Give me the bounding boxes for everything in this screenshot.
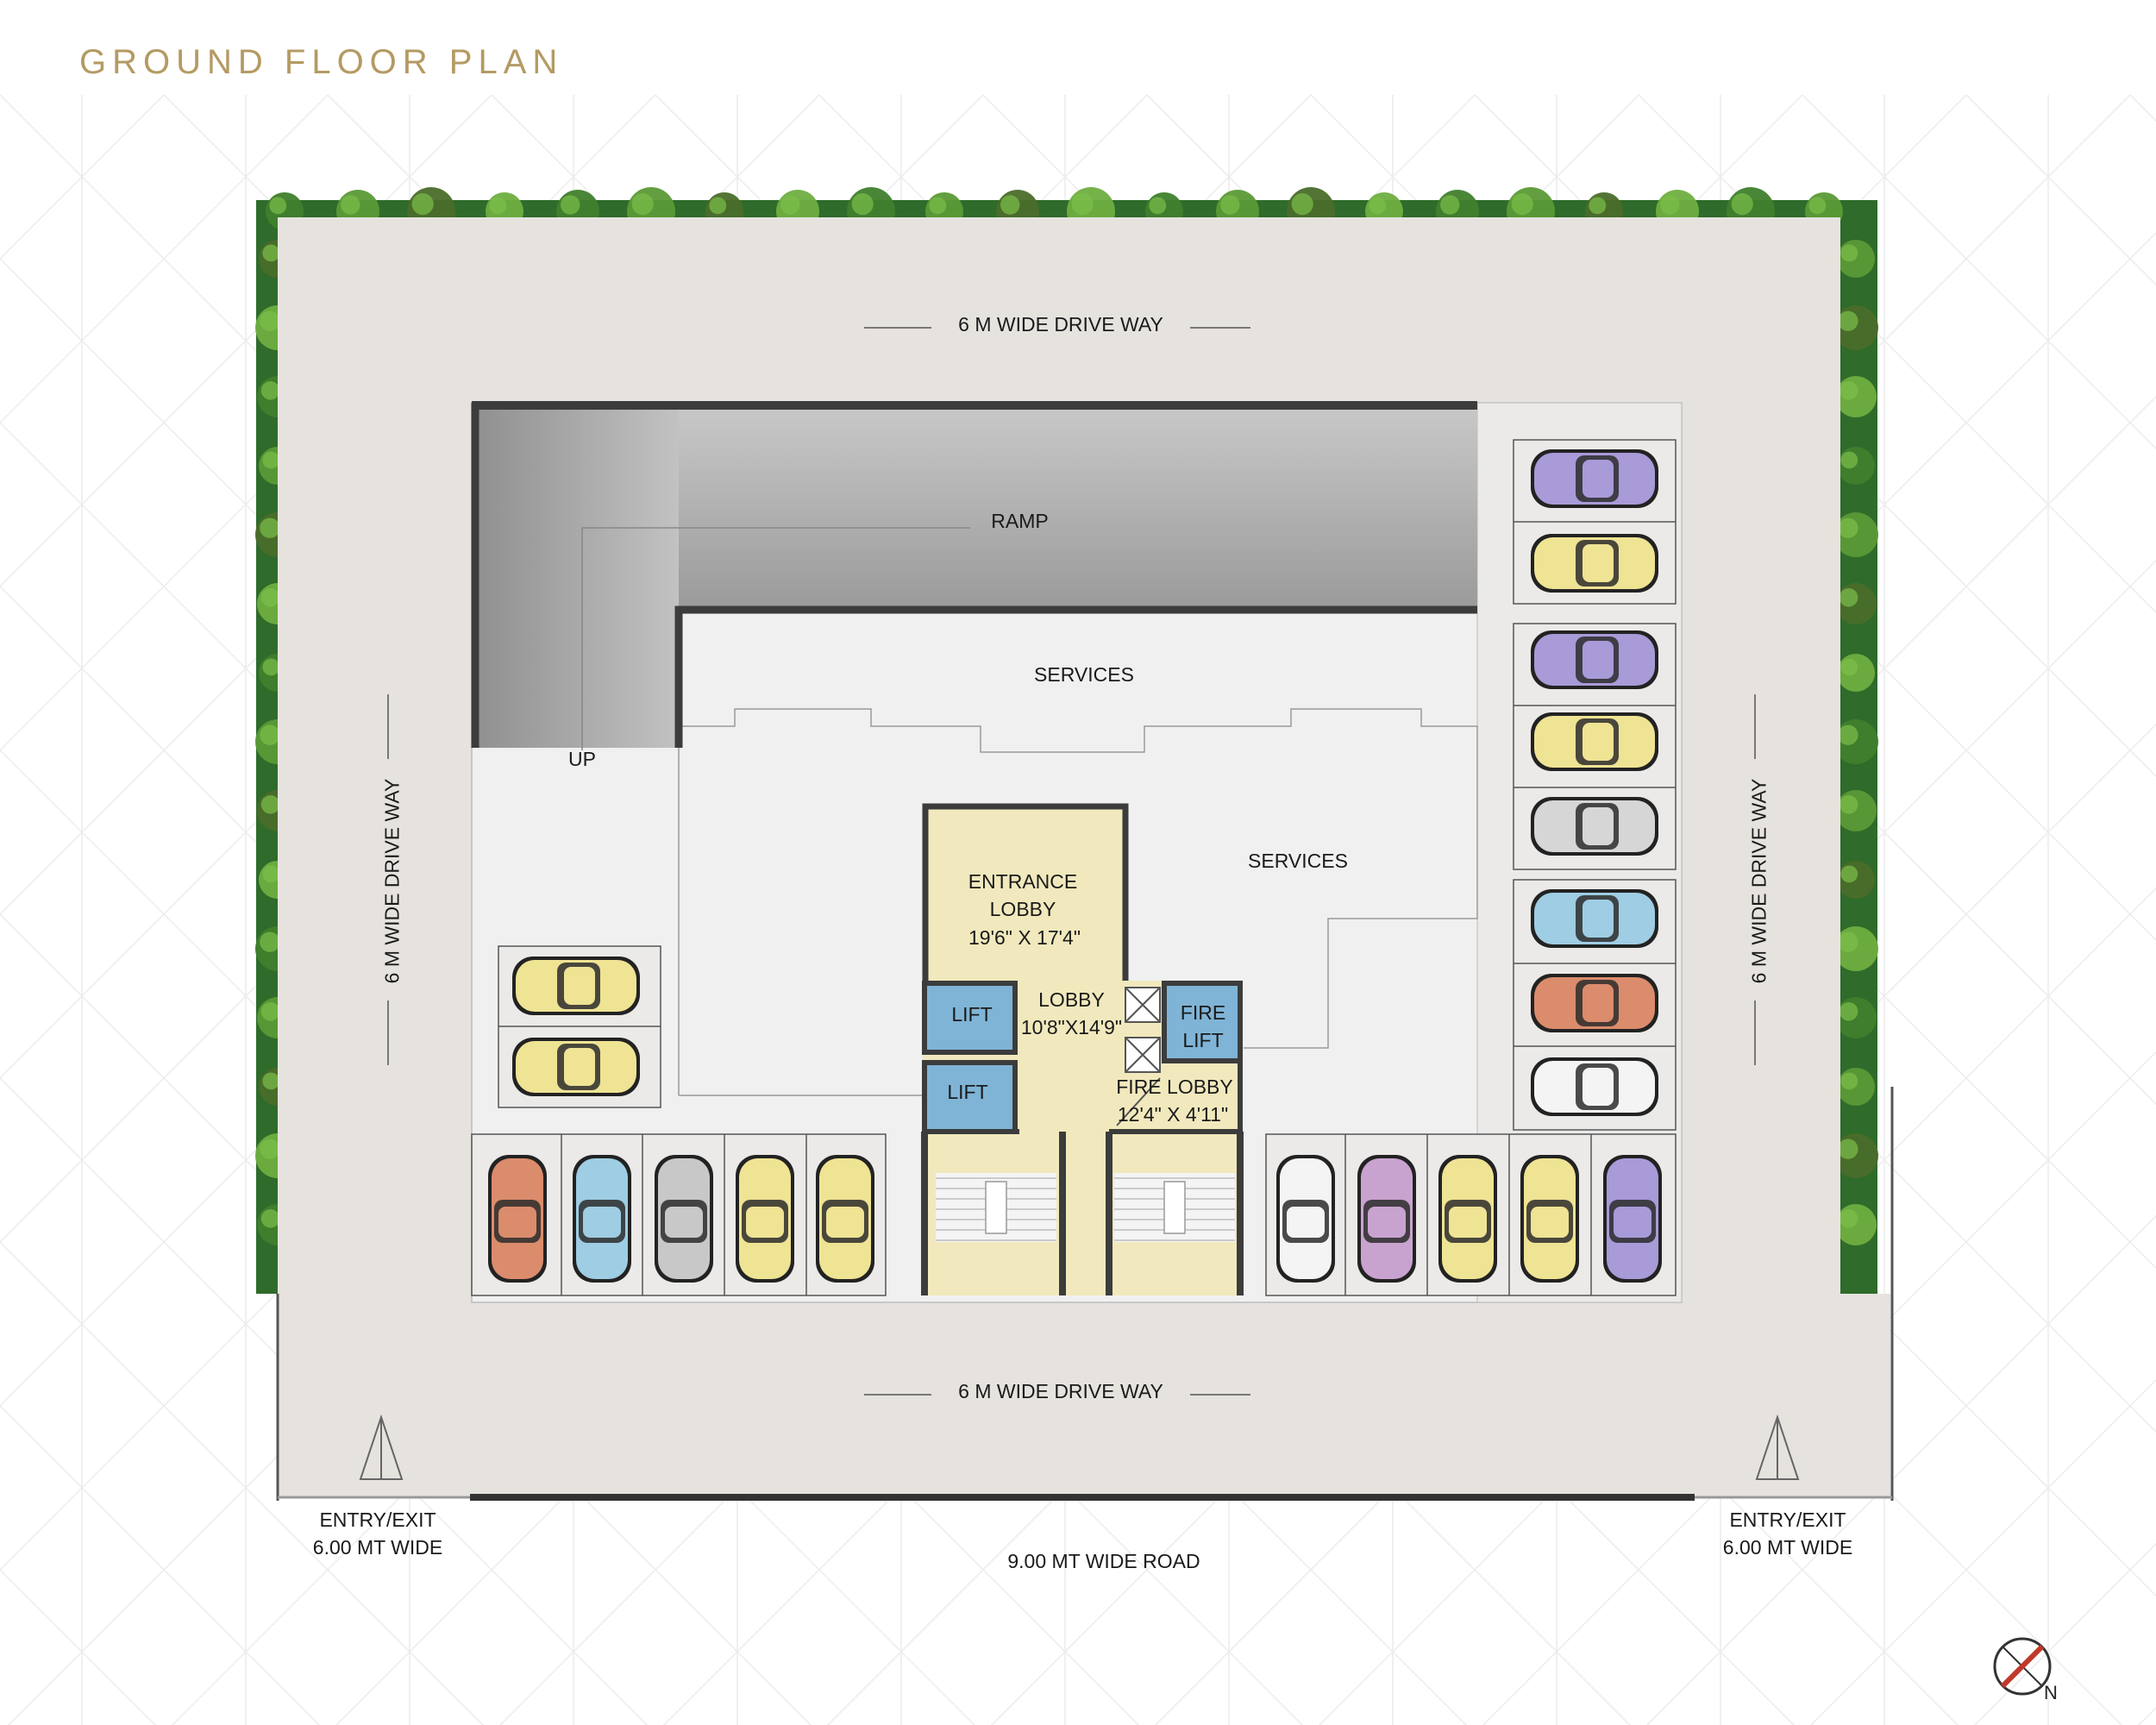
staircases [936, 1173, 1235, 1242]
cars [488, 449, 1662, 1283]
car-left-2 [512, 1038, 640, 1096]
car-bottom-left-1 [488, 1155, 547, 1283]
page-title: GROUND FLOOR PLAN [79, 43, 564, 81]
car-bottom-left-2 [573, 1155, 631, 1283]
car-bottom-left-3 [655, 1155, 713, 1283]
lobby-label: LOBBY [1038, 988, 1105, 1011]
entry-arrows [359, 1414, 1800, 1480]
driveway-left-label: 6 M WIDE DRIVE WAY [380, 778, 404, 984]
core [921, 803, 1244, 1295]
car-right-8 [1531, 1057, 1658, 1116]
lift-2 [922, 1060, 1018, 1134]
driveway-top-label: 6 M WIDE DRIVE WAY [958, 313, 1163, 336]
entry-right-label-2: 6.00 MT WIDE [1722, 1536, 1853, 1559]
services-outline [678, 708, 1478, 1095]
car-right-5 [1531, 797, 1658, 856]
ramp-label: RAMP [991, 510, 1049, 532]
car-bottom-left-5 [816, 1155, 874, 1283]
services-mid-label: SERVICES [1248, 850, 1348, 872]
site-paving-front [278, 1294, 1890, 1497]
ramp [471, 401, 1477, 750]
car-right-2 [1531, 534, 1658, 593]
fire-lobby-label: FIRE LOBBY [1116, 1076, 1233, 1098]
car-bottom-left-4 [736, 1155, 794, 1283]
north-symbol [1993, 1637, 2052, 1696]
car-right-7 [1531, 974, 1658, 1032]
north-label: N [2044, 1682, 2058, 1703]
fire-lobby-size: 12'4" X 4'11" [1117, 1103, 1229, 1126]
road-label: 9.00 MT WIDE ROAD [1007, 1550, 1200, 1572]
car-bottom-right-3 [1438, 1155, 1497, 1283]
entry-right-label-1: ENTRY/EXIT [1729, 1509, 1846, 1531]
car-right-6 [1531, 889, 1658, 948]
fire-lift-label-1: FIRE [1180, 1001, 1226, 1024]
up-label: UP [568, 748, 596, 770]
car-right-1 [1531, 449, 1658, 508]
lift-1 [922, 981, 1018, 1055]
entrance-lobby-size: 19'6" X 17'4" [968, 926, 1081, 949]
entry-left-label-1: ENTRY/EXIT [319, 1509, 436, 1531]
entry-left-label-2: 6.00 MT WIDE [312, 1536, 443, 1559]
car-right-3 [1531, 630, 1658, 689]
lift-1-label: LIFT [951, 1003, 993, 1026]
entrance-lobby-label: ENTRANCE LOBBY [968, 870, 1078, 920]
car-left-1 [512, 957, 640, 1015]
services-top-label: SERVICES [1034, 663, 1134, 686]
car-bottom-right-4 [1520, 1155, 1579, 1283]
driveway-right-label: 6 M WIDE DRIVE WAY [1747, 778, 1771, 984]
car-bottom-right-2 [1357, 1155, 1416, 1283]
fire-lift-label-2: LIFT [1182, 1029, 1224, 1051]
lobby-size: 10'8"X14'9" [1020, 1016, 1123, 1038]
car-bottom-right-1 [1276, 1155, 1335, 1283]
car-bottom-right-5 [1603, 1155, 1662, 1283]
north-arrow [2000, 1644, 2045, 1689]
driveway-bottom-label: 6 M WIDE DRIVE WAY [958, 1380, 1163, 1402]
driveway-lines [387, 327, 1756, 1396]
north-circle [1993, 1637, 2052, 1696]
lift-2-label: LIFT [947, 1081, 988, 1103]
car-right-4 [1531, 712, 1658, 771]
